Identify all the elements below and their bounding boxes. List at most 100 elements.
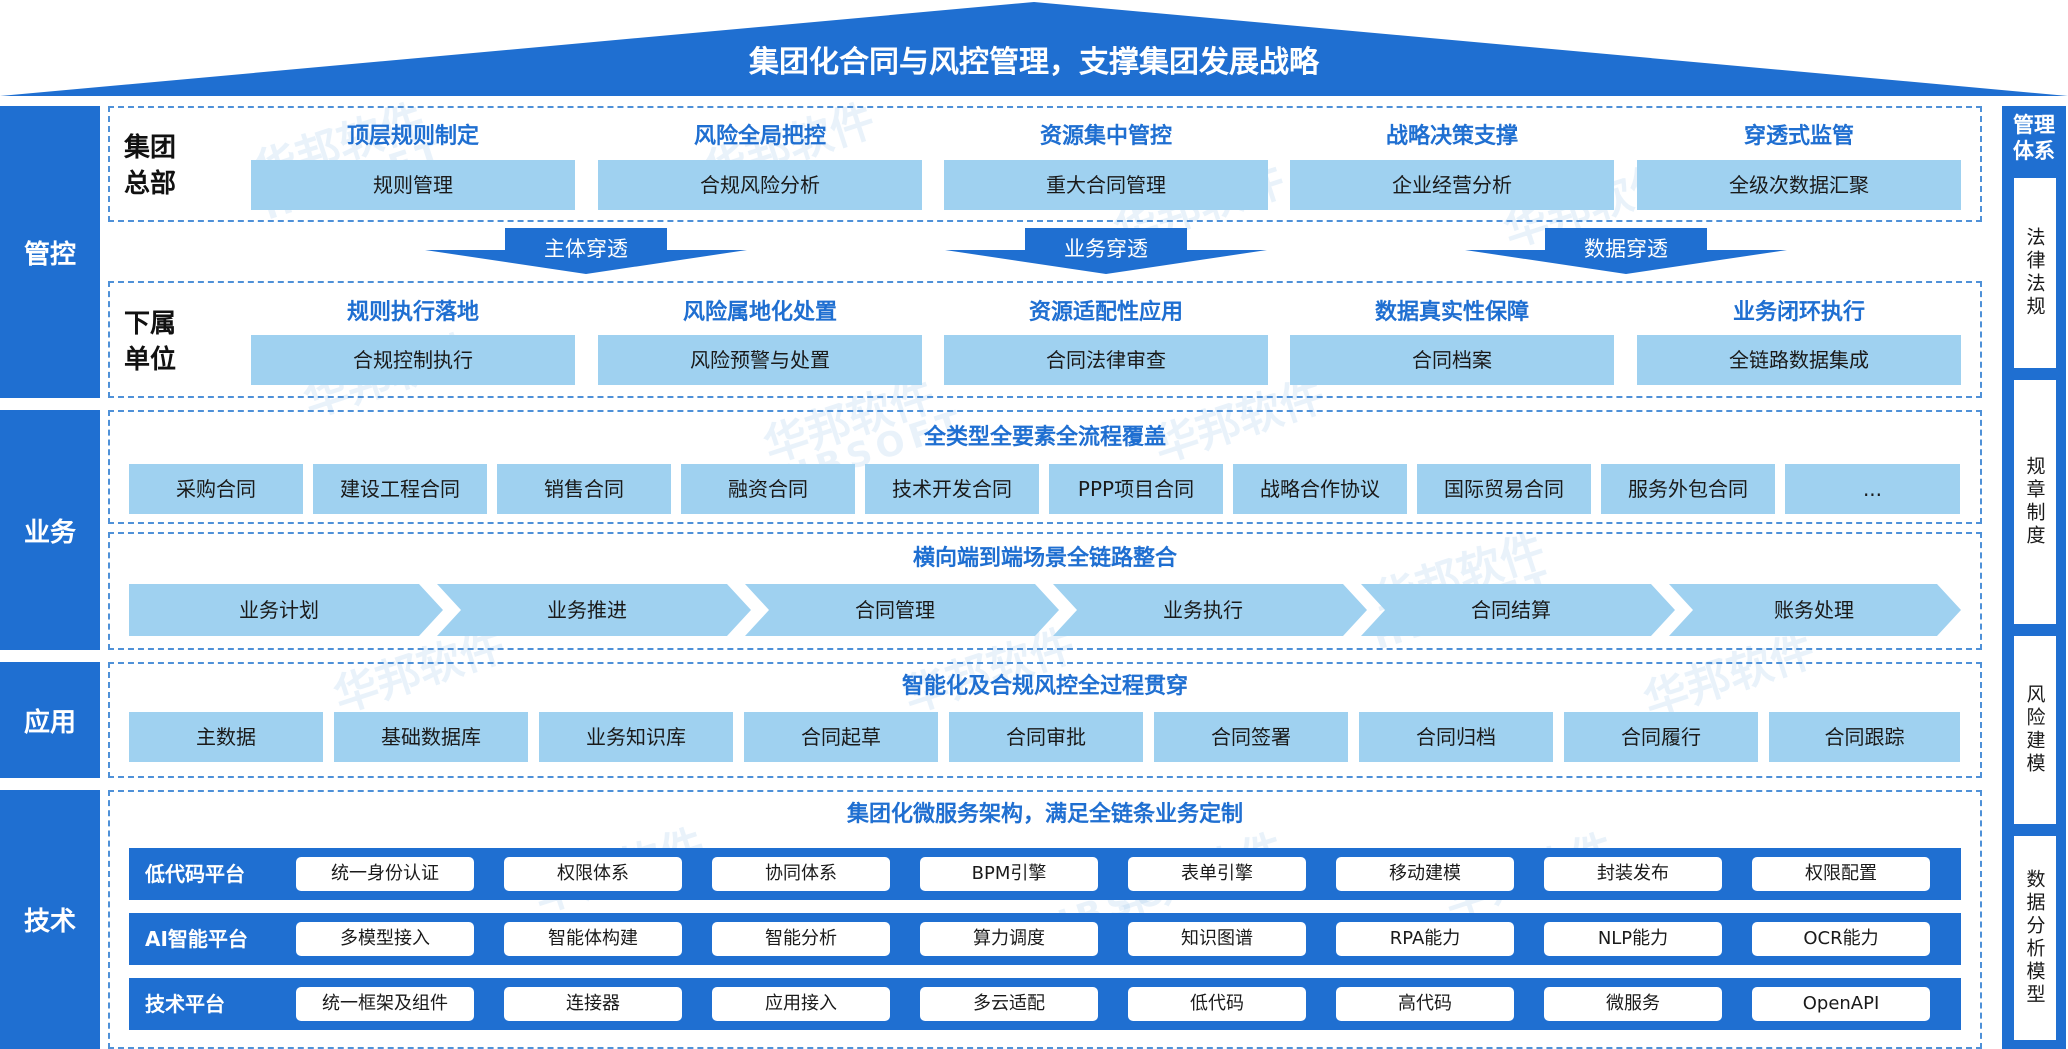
side-label-technology: 技术: [0, 790, 100, 1049]
tech-cell: 移动建模: [1336, 857, 1514, 891]
hq-label-line: 总部: [124, 169, 177, 199]
down-arrow: [425, 228, 747, 274]
hq-header: 穿透式监管: [1743, 124, 1854, 149]
application-cell: 基础数据库: [334, 712, 528, 762]
subsidiary-header: 规则执行落地: [346, 300, 479, 325]
hq-header: 顶层规则制定: [346, 124, 479, 149]
contract-type-cell: 国际贸易合同: [1417, 464, 1591, 514]
application-cell: 主数据: [129, 712, 323, 762]
application-cell: 合同签署: [1154, 712, 1348, 762]
application-cell: 业务知识库: [539, 712, 733, 762]
tech-cell: 微服务: [1544, 987, 1722, 1021]
tech-cell: 表单引擎: [1128, 857, 1306, 891]
tech-cell: 知识图谱: [1128, 922, 1306, 956]
tech-cell: 连接器: [504, 987, 682, 1021]
side-label-governance: 管控: [0, 106, 100, 398]
down-arrow: [945, 228, 1267, 274]
tech-title: 集团化微服务架构，满足全链条业务定制: [846, 802, 1243, 827]
tech-cell: 算力调度: [920, 922, 1098, 956]
mgmt-item-text: 规章制度: [2023, 456, 2046, 548]
arrow-label: 业务穿透: [1064, 237, 1148, 261]
tech-cell: 多云适配: [920, 987, 1098, 1021]
flow-step: 业务计划: [239, 598, 319, 622]
hq-cell: 规则管理: [251, 160, 575, 210]
contract-type-cell: PPP项目合同: [1049, 464, 1223, 514]
contract-type-cell: 战略合作协议: [1233, 464, 1407, 514]
contract-type-cell: 建设工程合同: [313, 464, 487, 514]
subsidiary-cell: 合规控制执行: [251, 335, 575, 385]
side-label-application: 应用: [0, 662, 100, 778]
hq-panel: [108, 106, 1982, 222]
tech-cell: 低代码: [1128, 987, 1306, 1021]
tech-cell: 智能体构建: [504, 922, 682, 956]
subsidiary-cell: 全链路数据集成: [1637, 335, 1961, 385]
flow-chevrons: [129, 584, 1961, 636]
flow-step: 合同结算: [1471, 598, 1551, 622]
mgmt-header-text: 管理体系: [2013, 113, 2055, 163]
tech-row-label: 技术平台: [145, 992, 225, 1016]
flow-step: 业务推进: [547, 598, 627, 622]
contract-types-panel: [108, 410, 1982, 524]
subsidiary-label: 下属 单位: [124, 306, 176, 378]
tech-cell: 智能分析: [712, 922, 890, 956]
hq-cell: 全级次数据汇聚: [1637, 160, 1961, 210]
application-cell: 合同起草: [744, 712, 938, 762]
tech-row-label: AI智能平台: [145, 927, 248, 951]
mgmt-item-text: 数据分析模型: [2023, 869, 2046, 1007]
hq-cell: 合规风险分析: [598, 160, 922, 210]
mgmt-item: 规章制度: [2014, 380, 2056, 624]
roof-banner: [0, 2, 2068, 96]
subsidiary-label-line: 下属: [124, 309, 177, 339]
subsidiary-header: 风险属地化处置: [682, 300, 837, 325]
subsidiary-header: 业务闭环执行: [1732, 300, 1865, 325]
hq-label-line: 集团: [124, 133, 177, 163]
flow-step: 合同管理: [855, 598, 935, 622]
mgmt-item: 数据分析模型: [2014, 836, 2056, 1040]
subsidiary-header: 数据真实性保障: [1374, 300, 1529, 325]
tech-cell: 统一身份认证: [296, 857, 474, 891]
tech-cell: NLP能力: [1544, 922, 1722, 956]
page-title: 集团化合同与风控管理，支撑集团发展战略: [749, 45, 1319, 80]
hq-header: 战略决策支撑: [1385, 124, 1518, 149]
tech-cell: BPM引擎: [920, 857, 1098, 891]
contract-type-cell: 服务外包合同: [1601, 464, 1775, 514]
mgmt-item-text: 风险建模: [2023, 684, 2046, 776]
arrow-label: 数据穿透: [1584, 237, 1668, 261]
tech-cell: 协同体系: [712, 857, 890, 891]
contract-type-cell: 销售合同: [497, 464, 671, 514]
application-title: 智能化及合规风控全过程贯穿: [901, 674, 1188, 699]
tech-cell: OCR能力: [1752, 922, 1930, 956]
mgmt-item: 法律法规: [2014, 178, 2056, 368]
tech-cell: 权限配置: [1752, 857, 1930, 891]
mgmt-item: 风险建模: [2014, 636, 2056, 824]
tech-cell: 封装发布: [1544, 857, 1722, 891]
application-panel: [108, 662, 1982, 778]
side-label-business: 业务: [0, 410, 100, 650]
subsidiary-header: 资源适配性应用: [1028, 300, 1183, 325]
subsidiary-label-line: 单位: [124, 345, 177, 375]
hq-header: 风险全局把控: [693, 124, 826, 149]
mgmt-header: 管理体系: [2002, 112, 2066, 164]
mgmt-item-text: 法律法规: [2023, 227, 2046, 319]
application-cell: 合同归档: [1359, 712, 1553, 762]
hq-cell: 企业经营分析: [1290, 160, 1614, 210]
subsidiary-cell: 风险预警与处置: [598, 335, 922, 385]
tech-cell: 权限体系: [504, 857, 682, 891]
tech-panel: [108, 790, 1982, 1049]
tech-row-label: 低代码平台: [145, 862, 245, 886]
hq-cell: 重大合同管理: [944, 160, 1268, 210]
tech-cell: RPA能力: [1336, 922, 1514, 956]
arrow-label: 主体穿透: [544, 237, 628, 261]
subsidiary-cell: 合同法律审查: [944, 335, 1268, 385]
contract-type-cell: ...: [1785, 464, 1960, 514]
contract-type-cell: 采购合同: [129, 464, 303, 514]
tech-cell: 应用接入: [712, 987, 890, 1021]
tech-cell: 高代码: [1336, 987, 1514, 1021]
tech-cell: OpenAPI: [1752, 987, 1930, 1021]
application-cell: 合同跟踪: [1769, 712, 1960, 762]
subsidiary-cell: 合同档案: [1290, 335, 1614, 385]
application-cell: 合同审批: [949, 712, 1143, 762]
flow-step: 业务执行: [1163, 598, 1243, 622]
tech-cell: 多模型接入: [296, 922, 474, 956]
contract-type-cell: 技术开发合同: [865, 464, 1039, 514]
